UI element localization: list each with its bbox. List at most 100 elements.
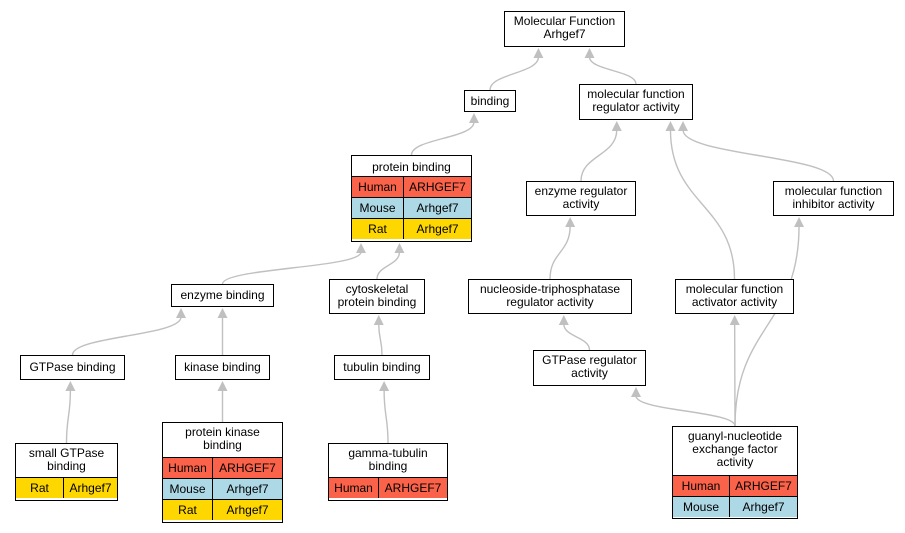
node-tubulin-binding-label: tubulin binding [343, 360, 421, 374]
node-enzyme-regulator-line2: activity [562, 197, 600, 211]
node-gamma-tubulin-line2: binding [368, 459, 408, 473]
node-gtpase-regulator-line2: activity [571, 366, 608, 380]
arrowhead-root [533, 48, 544, 58]
node-gtpase-regulator-line1: GTPase regulator [542, 353, 637, 367]
node-gamma-tubulin-line1: gamma-tubulin [348, 446, 428, 460]
gene-label: ARHGEF7 [404, 177, 471, 197]
gene-label: Arhgef7 [213, 479, 282, 499]
node-mf-inhibitor-line2: inhibitor activity [792, 197, 875, 211]
species-row-mouse: Mouse Arhgef7 [352, 197, 471, 218]
gene-label: ARHGEF7 [730, 476, 797, 496]
node-molecular-function-inhibitor-activity[interactable]: molecular function inhibitor activity [773, 181, 894, 216]
node-protein-kinase-line2: binding [203, 438, 242, 452]
arrowhead-gtpase_binding [65, 381, 76, 391]
node-protein-kinase-binding[interactable]: protein kinase binding Human ARHGEF7 Mou… [162, 422, 283, 523]
edge-gamma_tubulin_binding-to-tubulin_binding [383, 389, 389, 444]
gene-label: Arhgef7 [64, 478, 117, 498]
arrowhead-root [584, 48, 595, 58]
species-row-rat: Rat Arhgef7 [352, 218, 471, 239]
species-label: Human [673, 476, 730, 496]
node-small-gtpase-binding[interactable]: small GTPase binding Rat Arhgef7 [15, 443, 118, 501]
gene-label: Arhgef7 [404, 198, 471, 218]
node-cytoskeletal-protein-binding[interactable]: cytoskeletal protein binding [329, 279, 425, 314]
arrowhead-enzyme_binding [176, 308, 186, 318]
node-kinase-binding[interactable]: kinase binding [175, 355, 270, 380]
edge-mf_inhibitor-to-mf_regulator [682, 129, 835, 182]
node-tubulin-binding[interactable]: tubulin binding [334, 355, 430, 380]
node-gtpase-regulator-activity[interactable]: GTPase regulator activity [533, 350, 646, 386]
species-label: Mouse [673, 497, 730, 517]
gene-label: Arhgef7 [404, 219, 471, 239]
gene-label: Arhgef7 [213, 500, 282, 520]
species-label: Human [163, 458, 213, 478]
node-protein-kinase-line1: protein kinase [185, 425, 260, 439]
arrowhead-protein_binding [356, 243, 366, 253]
node-enzyme-binding-label: enzyme binding [180, 288, 265, 302]
edge-tubulin_binding-to-cytoskeletal_binding [378, 323, 383, 356]
node-enzyme-regulator-line1: enzyme regulator [534, 184, 628, 198]
node-mf-activator-line1: molecular function [685, 282, 784, 296]
edge-cytoskeletal_binding-to-protein_binding [376, 251, 401, 280]
edge-enzyme_regulator-to-mf_regulator [580, 129, 618, 182]
node-enzyme-regulator-activity[interactable]: enzyme regulator activity [526, 181, 636, 216]
arrowhead-ntpase_regulator [558, 315, 569, 325]
node-mf-activator-line2: activator activity [691, 295, 778, 309]
species-label: Mouse [352, 198, 404, 218]
node-ntpase-line2: regulator activity [506, 295, 594, 309]
node-mf-regulator-line2: regulator activity [592, 100, 680, 114]
node-gtpase-binding-label: GTPase binding [29, 360, 116, 374]
arrowhead-enzyme_regulator [565, 217, 576, 227]
species-row-rat: Rat Arhgef7 [16, 477, 117, 498]
species-row-mouse: Mouse Arhgef7 [673, 496, 797, 517]
edge-gtpase_binding-to-enzyme_binding [71, 316, 182, 356]
species-label: Rat [352, 219, 404, 239]
species-row-human: Human ARHGEF7 [673, 475, 797, 496]
edge-small_gtpase_binding-to-gtpase_binding [65, 389, 72, 444]
node-guanyl-line1: guanyl-nucleotide [687, 429, 783, 443]
node-binding-label: binding [470, 93, 510, 108]
edge-mf_regulator-to-root [588, 56, 637, 85]
node-protein-binding[interactable]: protein binding Human ARHGEF7 Mouse Arhg… [351, 155, 472, 242]
species-row-human: Human ARHGEF7 [329, 477, 447, 498]
gene-label: Arhgef7 [730, 497, 797, 517]
species-label: Human [329, 478, 379, 498]
species-row-mouse: Mouse Arhgef7 [163, 478, 282, 499]
edge-guanyl_gef-to-mf_inhibitor [734, 225, 800, 427]
species-label: Rat [16, 478, 64, 498]
species-row-rat: Rat Arhgef7 [163, 499, 282, 520]
edge-enzyme_binding-to-protein_binding [221, 251, 362, 285]
edge-guanyl_gef-to-gtpase_regulator [635, 395, 736, 427]
arrowhead-gtpase_regulator [631, 387, 641, 397]
arrowhead-mf_inhibitor [794, 217, 805, 227]
gene-label: ARHGEF7 [379, 478, 447, 498]
node-molecular-function-root[interactable]: Molecular Function Arhgef7 [504, 11, 625, 47]
node-mf-regulator-line1: molecular function [587, 87, 685, 101]
species-row-human: Human ARHGEF7 [163, 457, 282, 478]
arrowhead-mf_regulator [665, 121, 676, 131]
node-small-gtpase-line1: small GTPase [28, 446, 105, 460]
node-ntpase-line1: nucleoside-triphosphatase [479, 282, 621, 296]
arrowhead-tubulin_binding [379, 381, 390, 391]
arrowhead-mf_activator [729, 315, 740, 325]
arrowhead-kinase_binding [217, 381, 228, 391]
node-molecular-function-activator-activity[interactable]: molecular function activator activity [675, 279, 794, 314]
edge-gtpase_regulator-to-ntpase_regulator [563, 323, 591, 351]
node-cytoskeletal-line2: protein binding [337, 295, 417, 309]
node-molecular-function-regulator-activity[interactable]: molecular function regulator activity [579, 84, 693, 120]
arrowhead-mf_regulator [611, 121, 622, 131]
node-gamma-tubulin-binding[interactable]: gamma-tubulin binding Human ARHGEF7 [328, 443, 448, 501]
edge-protein_binding-to-binding [410, 121, 475, 156]
species-label: Human [352, 177, 404, 197]
species-label: Rat [163, 500, 213, 520]
node-guanyl-nucleotide-exchange-factor-activity[interactable]: guanyl-nucleotide exchange factor activi… [672, 426, 798, 519]
node-enzyme-binding[interactable]: enzyme binding [171, 284, 274, 307]
species-label: Mouse [163, 479, 213, 499]
node-root-line1: Molecular Function [513, 14, 616, 28]
node-cytoskeletal-line1: cytoskeletal [345, 282, 409, 296]
node-binding[interactable]: binding [464, 90, 516, 112]
node-nucleoside-triphosphatase-regulator-activity[interactable]: nucleoside-triphosphatase regulator acti… [468, 279, 632, 314]
edge-binding-to-root [489, 56, 540, 91]
node-root-line2: Arhgef7 [543, 27, 586, 41]
node-gtpase-binding[interactable]: GTPase binding [20, 355, 125, 380]
node-mf-inhibitor-line1: molecular function [784, 184, 883, 198]
